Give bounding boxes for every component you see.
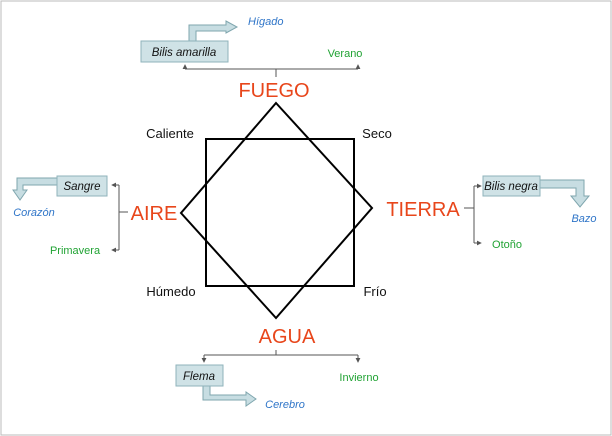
- element-aire: AIRE: [131, 203, 178, 225]
- quality-humedo: Húmedo: [146, 284, 195, 299]
- elements-diamond: [179, 101, 374, 320]
- agua-humor-label: Flema: [183, 371, 215, 383]
- fuego-humor-box: [140, 40, 229, 63]
- agua-organ-label: Cerebro: [265, 399, 305, 411]
- fuego-organ-arrow: [188, 20, 239, 42]
- aire-connector: [111, 182, 128, 253]
- fuego-organ-label: Hígado: [248, 16, 283, 28]
- tierra-connector: [464, 183, 482, 246]
- fuego-season-label: Verano: [328, 48, 363, 60]
- agua-humor-box: [175, 364, 224, 387]
- element-tierra: TIERRA: [386, 199, 460, 221]
- aire-season-label: Primavera: [50, 245, 101, 257]
- tierra-organ-label: Bazo: [571, 213, 596, 225]
- tierra-humor-label: Bilis negra: [484, 181, 538, 193]
- aire-organ-arrow: [12, 177, 58, 201]
- tierra-season-label: Otoño: [492, 239, 522, 251]
- tierra-organ-arrow: [539, 179, 591, 208]
- element-fuego: FUEGO: [238, 80, 309, 102]
- agua-season-label: Invierno: [339, 372, 378, 384]
- aire-organ-label: Corazón: [13, 207, 55, 219]
- agua-organ-arrow: [202, 384, 257, 407]
- fuego-connector: [182, 64, 361, 77]
- element-agua: AGUA: [259, 326, 316, 348]
- quality-caliente: Caliente: [146, 126, 194, 141]
- quality-seco: Seco: [362, 126, 392, 141]
- qualities-square: [205, 138, 355, 287]
- tierra-humor-box: [482, 175, 541, 197]
- fuego-humor-label: Bilis amarilla: [152, 47, 217, 59]
- agua-connector: [201, 350, 361, 363]
- aire-humor-box: [56, 175, 108, 197]
- quality-frio: Frío: [363, 284, 386, 299]
- aire-humor-label: Sangre: [63, 181, 100, 193]
